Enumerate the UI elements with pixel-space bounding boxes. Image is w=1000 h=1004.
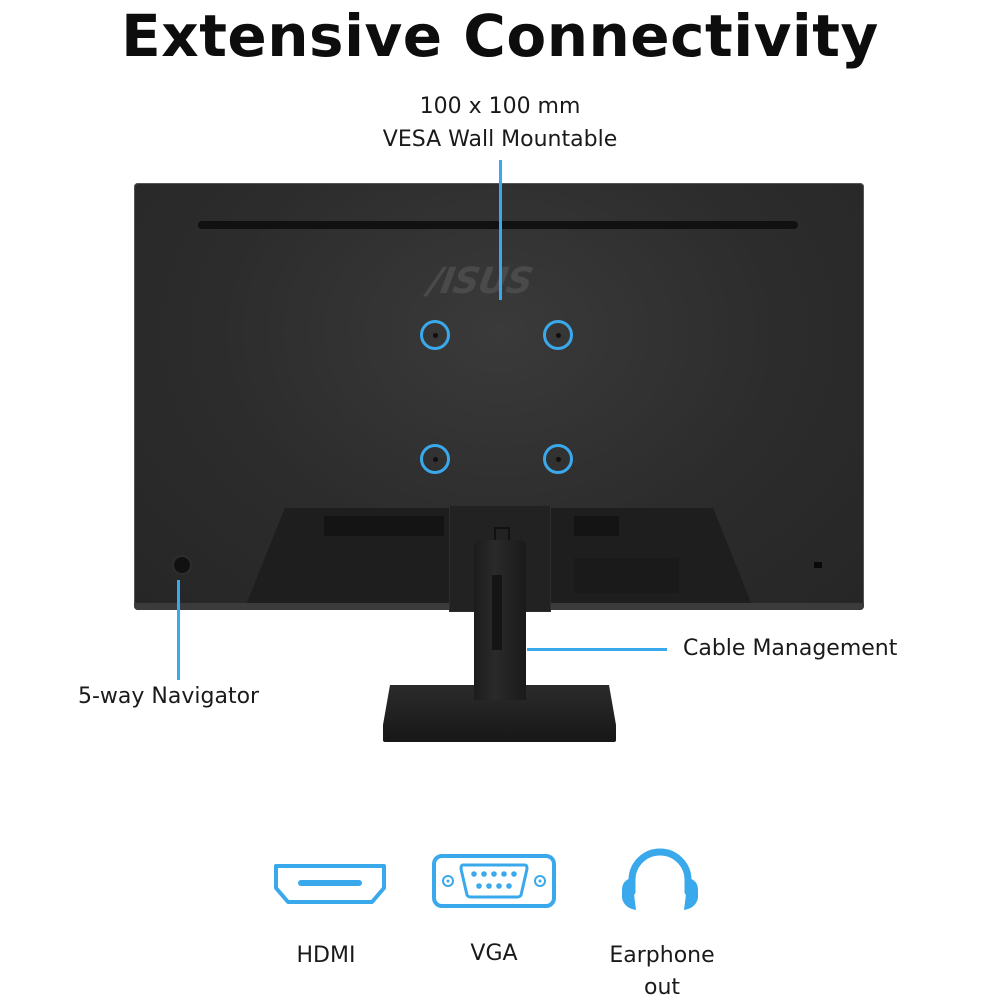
vesa-mount-hole (420, 444, 450, 474)
vesa-mount-hole (543, 320, 573, 350)
vga-port-icon (432, 854, 556, 908)
navigator-joystick (172, 555, 192, 575)
vga-label: VGA (470, 941, 518, 966)
cable-callout-line (527, 648, 667, 651)
kensington-lock-slot (814, 562, 822, 568)
headphones-icon (622, 848, 698, 910)
vesa-mount-text: VESA Wall Mountable (382, 127, 618, 152)
stand-clip (494, 527, 510, 551)
cable-management-slot (492, 575, 502, 650)
cable-management-label: Cable Management (683, 636, 898, 661)
io-port-area (324, 516, 444, 536)
earphone-out-text: Earphone out (609, 943, 715, 1000)
io-port-area (574, 516, 619, 536)
vesa-callout-label: 100 x 100 mm VESA Wall Mountable (300, 90, 700, 156)
earphone-out-label: Earphone out (582, 940, 742, 1004)
vesa-size-text: 100 x 100 mm (419, 94, 581, 119)
vesa-mount-hole (420, 320, 450, 350)
navigator-callout-line (177, 580, 180, 680)
hdmi-port-icon (274, 864, 386, 904)
navigator-label: 5-way Navigator (78, 684, 260, 709)
vesa-mount-hole (543, 444, 573, 474)
ventilation-slot (198, 221, 798, 229)
hdmi-label: HDMI (296, 943, 356, 968)
page-title: Extensive Connectivity (121, 2, 879, 70)
label-plate (574, 558, 679, 593)
vesa-callout-line (499, 160, 502, 300)
